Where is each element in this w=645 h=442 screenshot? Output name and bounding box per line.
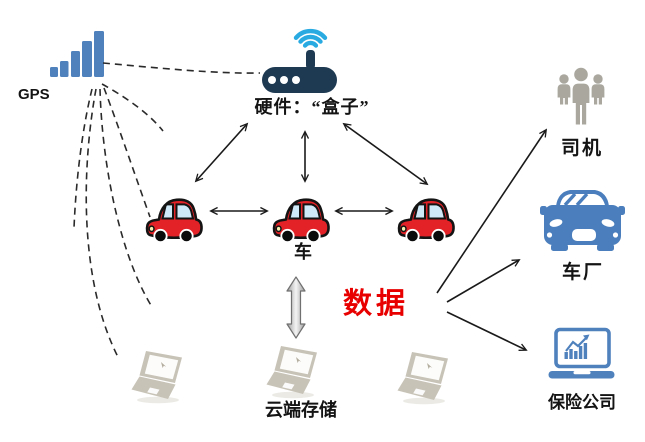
laptop-chart-icon — [548, 327, 615, 379]
cartoon-car-icon-middle — [272, 198, 330, 244]
data-label: 数据 — [342, 288, 409, 320]
arrow-to-insurance — [446, 311, 528, 351]
dashed-link-down-2 — [73, 88, 93, 229]
dashed-link-to-laptop — [85, 88, 120, 360]
dashed-link-to-left-car — [103, 87, 151, 218]
router-leds — [268, 76, 300, 84]
router-antenna — [306, 50, 315, 69]
router-car-arrows — [194, 122, 429, 186]
dashed-link-to-router — [102, 62, 261, 74]
car-label: 车 — [294, 242, 312, 262]
car-factory-label: 车厂 — [561, 262, 604, 283]
cartoon-car-icon-right — [397, 198, 455, 244]
arrow-to-factory — [446, 259, 521, 303]
chart-trend-arrow — [565, 336, 588, 352]
driver-label: 司机 — [560, 138, 603, 159]
dashed-link-short — [101, 83, 164, 132]
arrow-to-driver — [436, 128, 548, 294]
gps-dashed-links — [73, 62, 261, 360]
wifi-router-icon — [262, 28, 337, 93]
thick-updown-arrow-icon — [286, 276, 306, 339]
chart-bars — [564, 343, 588, 359]
laptop-icon-middle — [266, 346, 317, 399]
cartoon-car-icon-left — [145, 198, 203, 244]
gps-label: GPS — [18, 86, 50, 103]
people-group-icon — [557, 67, 605, 125]
insurance-label: 保险公司 — [548, 393, 616, 412]
data-fan-arrows — [436, 128, 548, 351]
car-front-icon — [540, 190, 625, 251]
hardware-box-label: 硬件：“盒子” — [254, 97, 370, 117]
laptop-icon-left — [131, 351, 182, 404]
laptop-icon-right — [397, 352, 448, 405]
dashed-link-down-1 — [99, 88, 153, 308]
cloud-storage-label: 云端存储 — [265, 400, 337, 420]
wifi-waves-icon — [293, 28, 328, 48]
gps-signal-bars-icon — [50, 31, 104, 77]
